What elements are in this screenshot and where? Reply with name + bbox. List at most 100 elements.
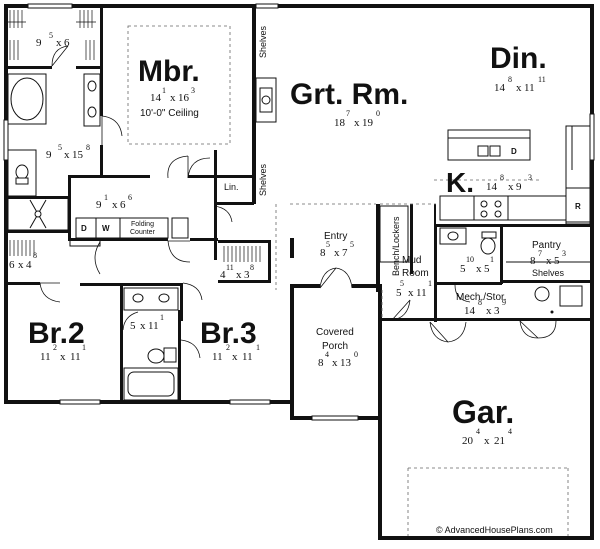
room-labels: 9 5 x 6 Mbr. 14 1 x 16 3 10'-0" Ceiling … xyxy=(9,25,581,535)
svg-text:4: 4 xyxy=(26,259,32,271)
svg-text:11: 11 xyxy=(148,320,159,332)
svg-text:1: 1 xyxy=(162,86,166,95)
mbr-ceiling: 10'-0" Ceiling xyxy=(140,108,199,119)
washer-label: W xyxy=(102,224,110,233)
misc-fixtures xyxy=(379,205,592,314)
svg-text:x: x xyxy=(232,351,238,363)
svg-text:20: 20 xyxy=(462,435,474,447)
svg-text:8: 8 xyxy=(250,263,254,272)
mud-dims: 5 5 x 11 1 xyxy=(396,279,432,299)
svg-text:x: x xyxy=(546,255,552,267)
svg-text:5: 5 xyxy=(49,31,53,40)
svg-text:15: 15 xyxy=(72,149,84,161)
svg-text:2: 2 xyxy=(226,343,230,352)
hall-closet-dims: 4 11 x 3 8 xyxy=(220,263,254,281)
fireplace xyxy=(255,77,277,123)
svg-text:14: 14 xyxy=(464,305,476,317)
svg-text:x: x xyxy=(408,287,414,299)
svg-text:11: 11 xyxy=(538,75,546,84)
din-name: Din. xyxy=(490,42,547,75)
kitchen-fixtures xyxy=(439,125,591,225)
svg-text:8: 8 xyxy=(500,173,504,182)
closet-hatching xyxy=(8,10,261,262)
svg-text:5: 5 xyxy=(460,263,466,275)
svg-text:13: 13 xyxy=(340,357,352,369)
svg-text:x: x xyxy=(334,247,340,259)
porch-dims: 8 4 x 13 0 xyxy=(318,350,358,369)
svg-text:9: 9 xyxy=(516,181,522,193)
grt-rm-dims: 18 7 x 19 0 xyxy=(334,109,380,129)
kitchen-name: K. xyxy=(446,167,474,198)
svg-text:9: 9 xyxy=(36,37,42,49)
range-icon xyxy=(473,195,509,221)
br3-name: Br.3 xyxy=(200,317,257,350)
svg-text:9: 9 xyxy=(46,149,52,161)
svg-text:0: 0 xyxy=(354,350,358,359)
folding-counter-label-1: Folding xyxy=(131,221,154,228)
svg-text:5: 5 xyxy=(400,279,404,288)
dishwasher-label: D xyxy=(511,147,517,156)
fridge-label: R xyxy=(575,202,581,211)
pantry-name: Pantry xyxy=(532,240,561,251)
svg-text:x: x xyxy=(112,199,118,211)
svg-text:5: 5 xyxy=(554,255,560,267)
svg-text:x: x xyxy=(476,263,482,275)
copyright-text: © AdvancedHousePlans.com xyxy=(436,525,553,535)
svg-text:11: 11 xyxy=(212,351,223,363)
br2-dims: 11 2 x 11 1 xyxy=(40,343,86,363)
svg-text:9: 9 xyxy=(502,298,506,307)
master-bath-fixtures xyxy=(7,73,101,231)
svg-text:8: 8 xyxy=(508,75,512,84)
svg-text:11: 11 xyxy=(416,287,427,299)
pantry-shelves-label: Shelves xyxy=(532,268,565,278)
svg-text:11: 11 xyxy=(226,263,234,272)
svg-text:1: 1 xyxy=(160,313,164,322)
kitchen-dims: 14 8 x 9 3 xyxy=(486,173,532,193)
svg-text:3: 3 xyxy=(494,305,500,317)
svg-text:4: 4 xyxy=(220,269,226,281)
svg-text:8: 8 xyxy=(320,247,326,259)
svg-text:4: 4 xyxy=(508,427,512,436)
svg-text:1: 1 xyxy=(256,343,260,352)
svg-text:3: 3 xyxy=(191,86,195,95)
svg-text:19: 19 xyxy=(362,117,374,129)
svg-text:5: 5 xyxy=(58,143,62,152)
svg-text:x: x xyxy=(508,181,514,193)
br3-dims: 11 2 x 11 1 xyxy=(212,343,260,363)
svg-text:10: 10 xyxy=(466,255,474,264)
entry-name: Entry xyxy=(324,231,347,242)
svg-text:14: 14 xyxy=(486,181,498,193)
svg-text:21: 21 xyxy=(494,435,505,447)
mbr-name: Mbr. xyxy=(138,55,200,88)
linen-label: Lin. xyxy=(224,182,239,192)
br2-closet-dims: 6 x 4 8 xyxy=(9,251,37,271)
svg-text:4: 4 xyxy=(476,427,480,436)
svg-text:x: x xyxy=(236,269,242,281)
svg-text:8: 8 xyxy=(530,255,536,267)
svg-text:14: 14 xyxy=(150,92,162,104)
svg-text:5: 5 xyxy=(350,240,354,249)
svg-text:3: 3 xyxy=(244,269,250,281)
svg-text:8: 8 xyxy=(478,298,482,307)
svg-text:16: 16 xyxy=(178,92,190,104)
dryer-label: D xyxy=(81,224,87,233)
svg-text:1: 1 xyxy=(82,343,86,352)
svg-text:x: x xyxy=(140,320,146,332)
mud-name-1: Mud xyxy=(402,255,421,266)
svg-text:18: 18 xyxy=(334,117,346,129)
porch-name-1: Covered xyxy=(316,327,354,338)
svg-text:7: 7 xyxy=(538,249,542,258)
hall-bath-dims: 5 x 11 1 xyxy=(130,313,164,332)
walls xyxy=(4,4,594,540)
svg-text:x: x xyxy=(56,37,62,49)
svg-text:9: 9 xyxy=(96,199,102,211)
kitchen-island xyxy=(447,129,531,161)
svg-text:6: 6 xyxy=(120,199,126,211)
svg-text:6: 6 xyxy=(128,193,132,202)
shelves-label-bottom: Shelves xyxy=(258,163,268,196)
svg-text:7: 7 xyxy=(342,247,348,259)
svg-text:x: x xyxy=(170,92,176,104)
svg-text:6: 6 xyxy=(9,259,15,271)
garage-door xyxy=(407,467,569,536)
